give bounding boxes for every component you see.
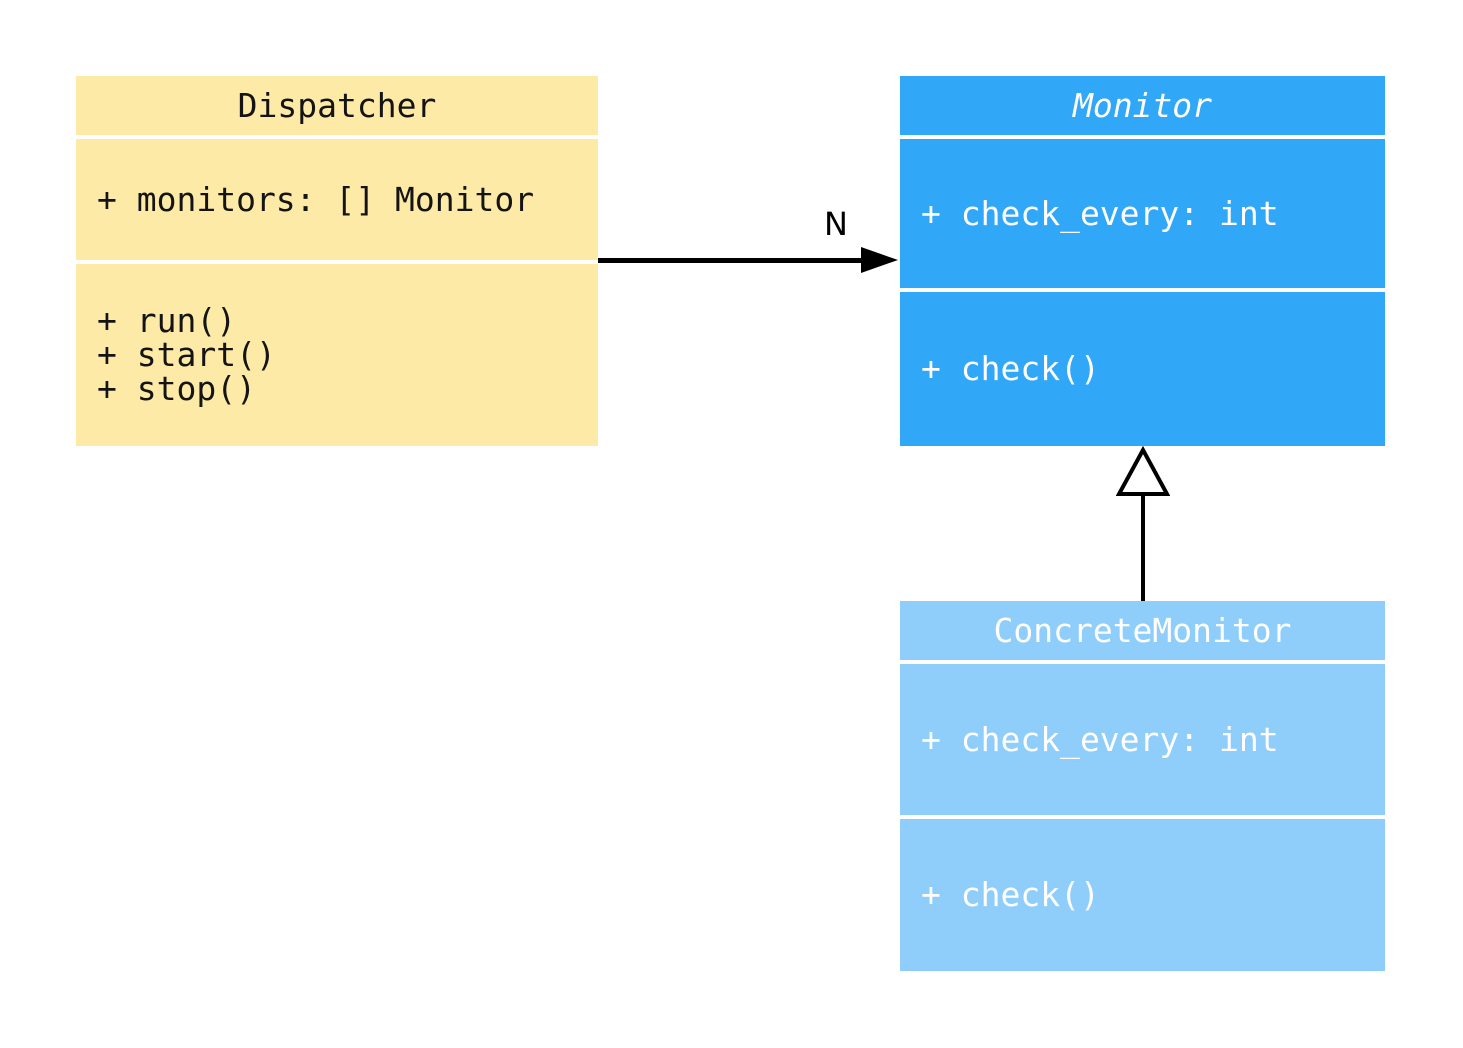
class-title-compartment: Monitor	[900, 76, 1385, 135]
association-arrowhead-icon	[861, 247, 898, 273]
method-item: + stop()	[97, 369, 256, 408]
class-box-dispatcher: Dispatcher + monitors: [] Monitor + run(…	[76, 76, 598, 446]
method-item: + start()	[97, 335, 276, 374]
class-methods-compartment: + run() + start() + stop()	[76, 264, 598, 446]
class-title-compartment: ConcreteMonitor	[900, 601, 1385, 660]
class-attributes-compartment: + check_every: int	[900, 664, 1385, 815]
association-arrow-line	[598, 258, 863, 263]
class-title-compartment: Dispatcher	[76, 76, 598, 135]
attribute-item: + monitors: [] Monitor	[97, 179, 535, 219]
method-item: + check()	[921, 349, 1100, 388]
inheritance-triangle-icon	[1115, 445, 1171, 502]
class-methods-compartment: + check()	[900, 292, 1385, 446]
class-name: Dispatcher	[237, 86, 437, 125]
class-name: Monitor	[1072, 86, 1213, 125]
inheritance-arrow-line	[1141, 494, 1145, 601]
class-box-concrete-monitor: ConcreteMonitor + check_every: int + che…	[900, 601, 1385, 971]
attribute-item: + check_every: int	[921, 719, 1279, 759]
attribute-item: + check_every: int	[921, 193, 1279, 233]
class-box-monitor: Monitor + check_every: int + check()	[900, 76, 1385, 446]
association-multiplicity-label: N	[824, 205, 848, 243]
class-attributes-compartment: + monitors: [] Monitor	[76, 139, 598, 260]
class-attributes-compartment: + check_every: int	[900, 139, 1385, 288]
class-methods-compartment: + check()	[900, 819, 1385, 971]
method-item: + run()	[97, 301, 237, 340]
method-item: + check()	[921, 875, 1100, 914]
class-name: ConcreteMonitor	[993, 611, 1292, 650]
